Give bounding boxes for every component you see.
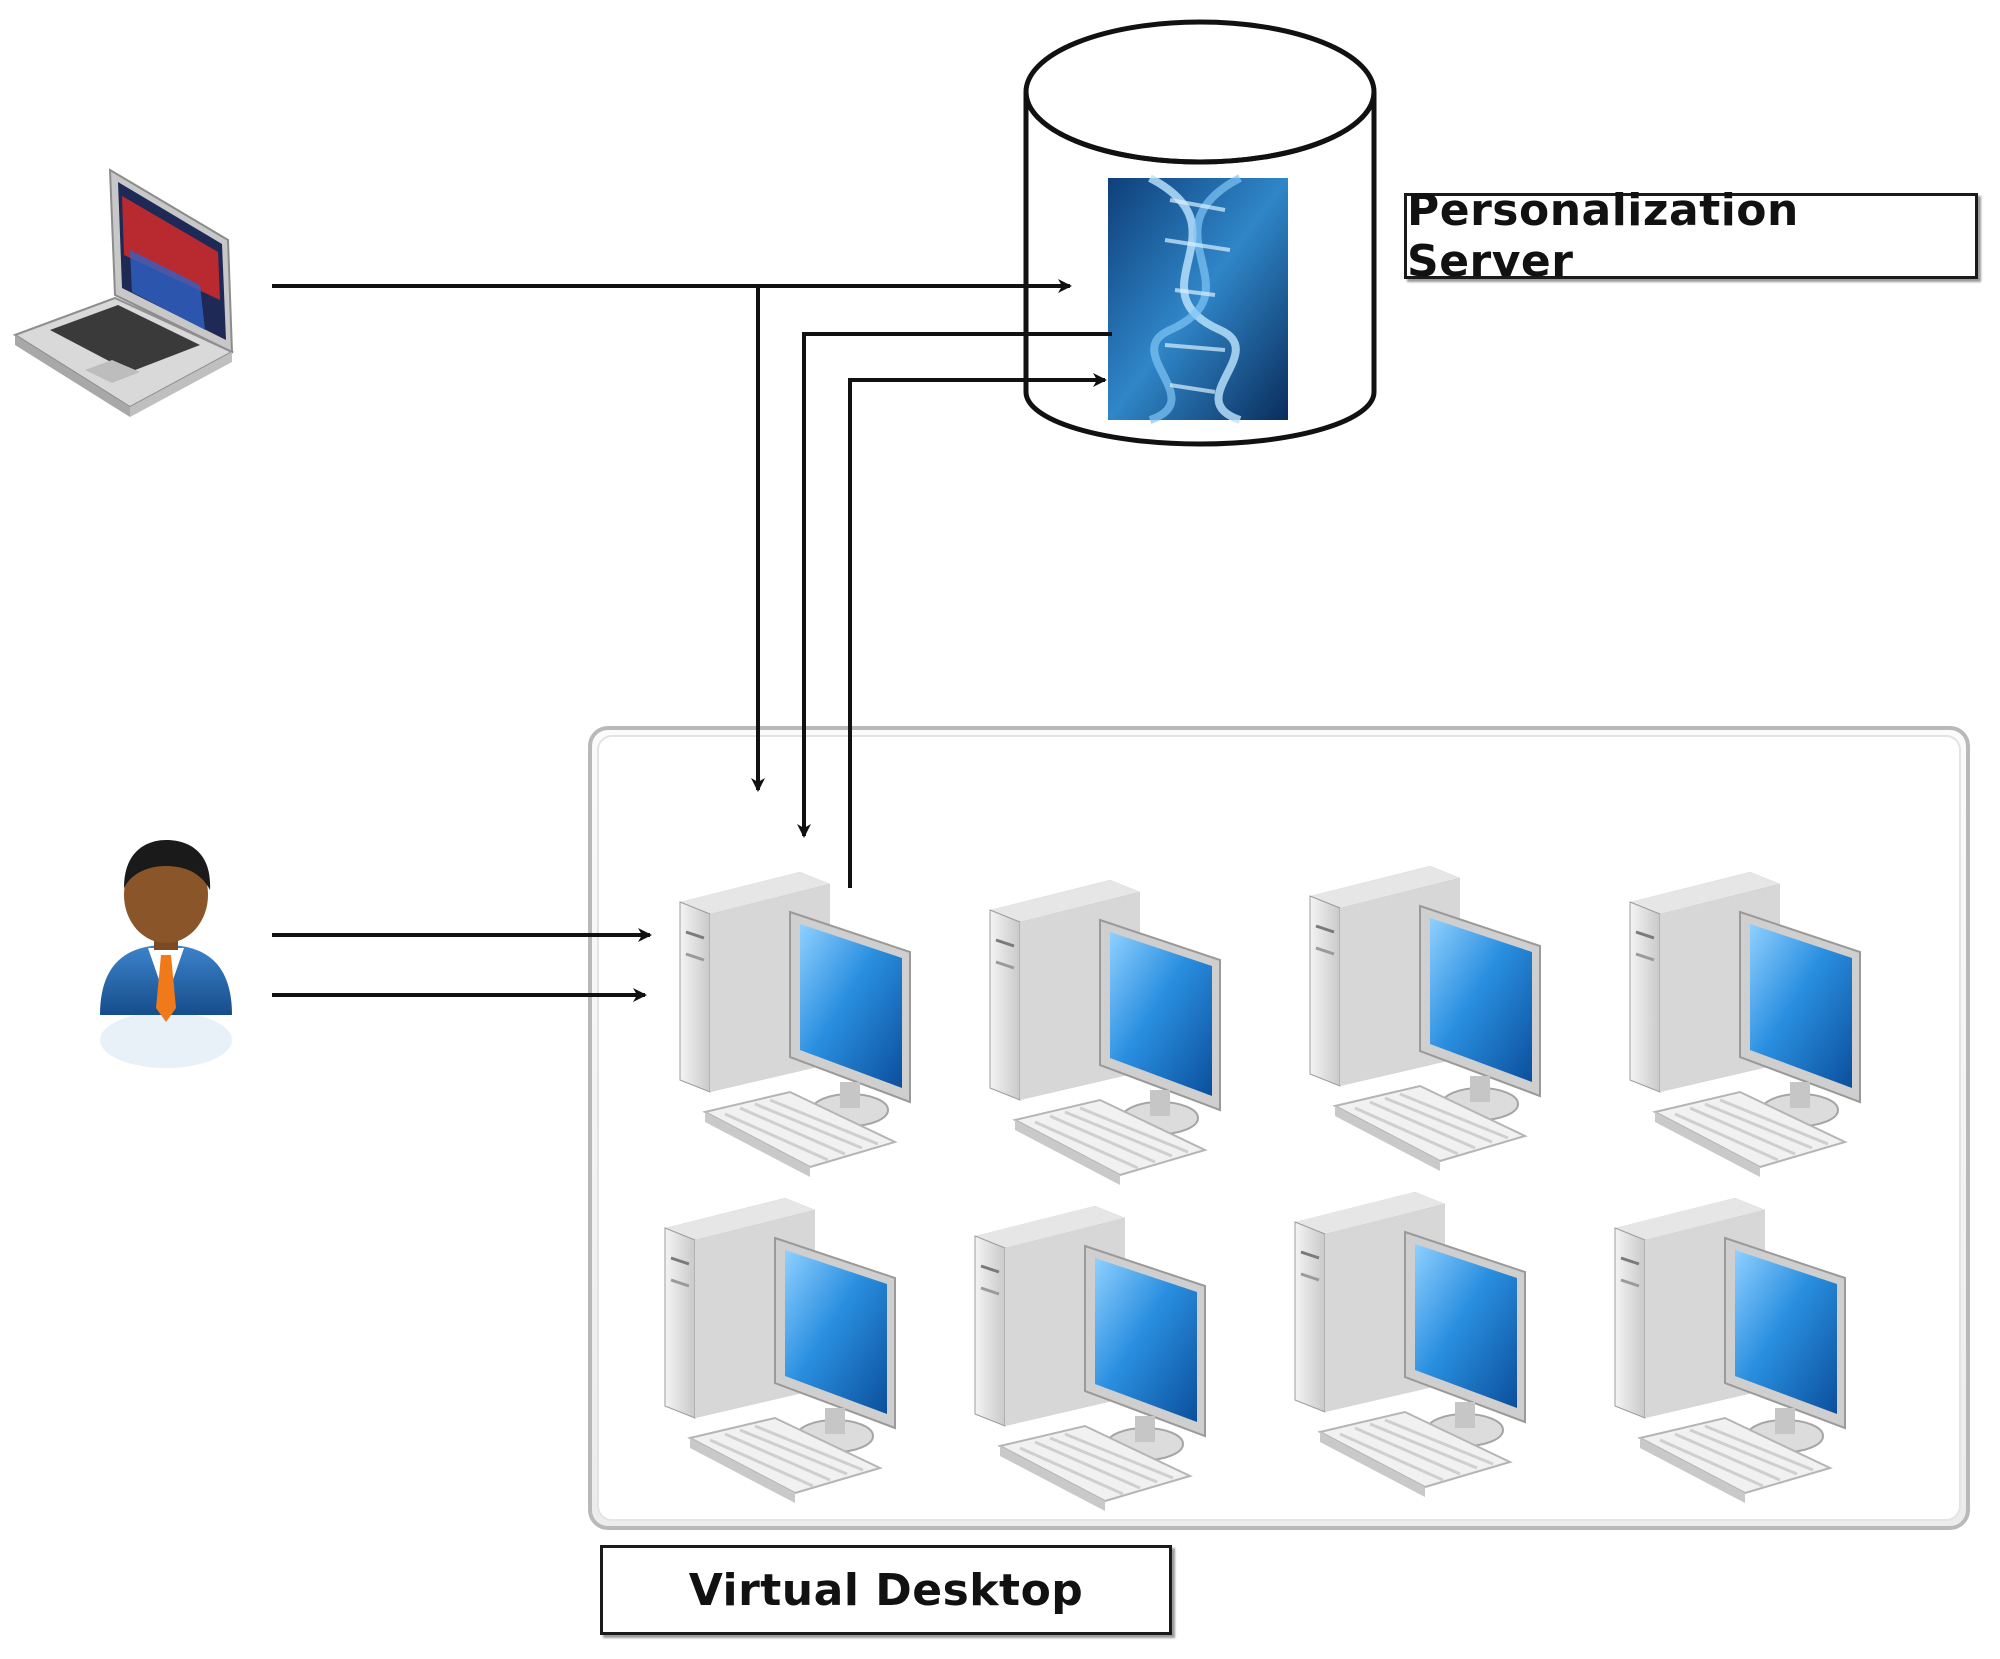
personalization-server-label: Personalization Server: [1404, 185, 1978, 287]
arrow-desktop-to-server: [848, 373, 1107, 888]
virtual-desktop-label: Virtual Desktop: [600, 1545, 1172, 1635]
user-icon: [100, 840, 232, 1068]
arrow-server-to-desktop: [797, 332, 1112, 838]
connection-lines: [272, 279, 1112, 1002]
dna-helix-image: [1108, 174, 1288, 424]
laptop-icon: [12, 168, 235, 417]
